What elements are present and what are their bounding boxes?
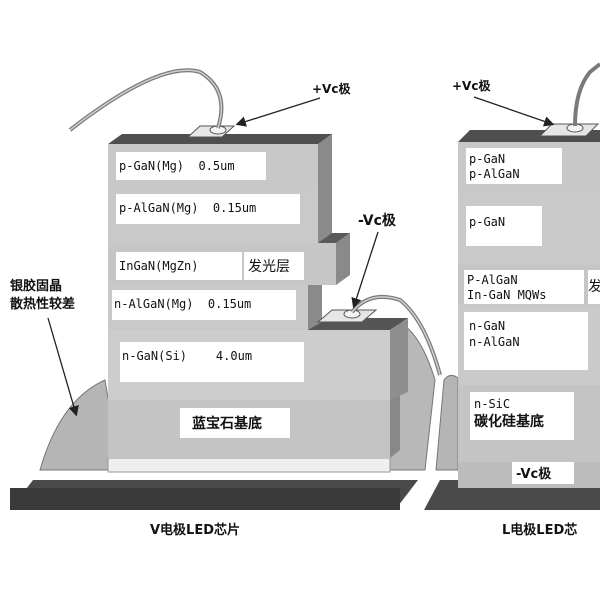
left-p-gan-label: p-GaN(Mg) 0.5um [119, 159, 235, 173]
left-substrate-label: 蓝宝石基底 [192, 415, 262, 432]
silver-glue-label-line1: 银胶固晶 [10, 278, 62, 294]
right-n2-label: n-AlGaN [469, 335, 520, 349]
right-plus-wire [573, 62, 600, 127]
left-base-plate-front [10, 488, 400, 510]
right-mqw-note: 发 [588, 279, 600, 295]
left-ingan-label: InGaN(MgZn) [119, 259, 198, 273]
left-ingan-note: 发光层 [248, 259, 290, 275]
left-bottom-strip [107, 457, 391, 473]
silver-glue [39, 379, 121, 471]
left-p-algan-label: p-AlGaN(Mg) 0.15um [119, 201, 256, 215]
left-n-algan-label: n-AlGaN(Mg) 0.15um [114, 297, 251, 311]
left-caption: V电极LED芯片 [150, 522, 240, 538]
silver-glue-label-line2: 散热性较差 [10, 296, 75, 312]
right-chip: p-GaN p-AlGaN p-GaN P-AlGaN In-GaN MQWs … [424, 62, 600, 538]
right-plus-electrode-label: +Vc极 [452, 78, 491, 93]
right-p1-label: p-GaN [469, 152, 505, 166]
left-chip: p-GaN(Mg) 0.5um p-AlGaN(Mg) 0.15um InGaN… [10, 68, 442, 538]
left-n-gan-label: n-GaN(Si) 4.0um [122, 349, 252, 363]
right-p2-label: p-AlGaN [469, 167, 520, 181]
left-minus-electrode-label: -Vc极 [358, 212, 397, 229]
left-plus-electrode-label: +Vc极 [312, 81, 351, 96]
right-n1-label: n-GaN [469, 319, 505, 333]
right-minus-label: -Vc极 [516, 466, 552, 482]
right-sic2-label: 碳化硅基底 [474, 413, 544, 430]
right-caption: L电极LED芯 [502, 522, 577, 538]
left-plus-wire [68, 68, 224, 132]
right-mqw2-label: In-GaN MQWs [467, 288, 546, 302]
right-p3-label: p-GaN [469, 215, 505, 229]
right-mqw1-label: P-AlGaN [467, 273, 518, 287]
right-sic1-label: n-SiC [474, 397, 510, 411]
